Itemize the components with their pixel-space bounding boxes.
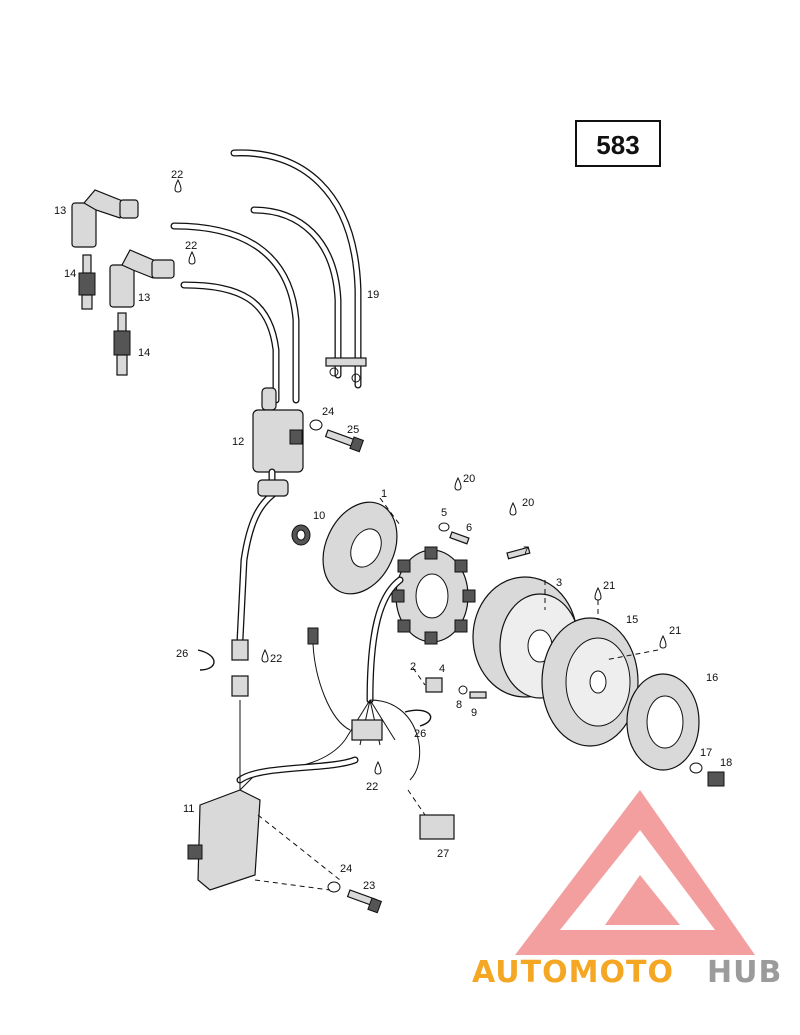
cdi-module: [187, 789, 341, 891]
drop-icon: [261, 648, 269, 663]
callout-22-cap-upper: 22: [171, 169, 183, 181]
callout-15: 15: [626, 614, 638, 626]
cdi-washer: [327, 881, 341, 893]
callout-20-upper: 20: [463, 473, 475, 485]
starter-cup-washer: [689, 762, 703, 774]
high-tension-wires: [170, 149, 367, 404]
callout-3: 3: [556, 577, 562, 589]
cdi-bolt: [346, 889, 383, 914]
small-washer: [458, 685, 468, 695]
callout-8: 8: [456, 699, 462, 711]
stator-screw: [438, 522, 470, 545]
stator: [391, 546, 476, 645]
callout-19: 19: [367, 289, 379, 301]
plate-screw: [506, 546, 531, 560]
brand-text-secondary: HUB: [707, 955, 782, 990]
drop-icon: [188, 250, 196, 265]
callout-21-upper: 21: [603, 580, 615, 592]
starter-cup: [626, 673, 700, 771]
tie-wrap-left: [197, 649, 215, 671]
drop-icon: [454, 476, 462, 491]
page-number-box: 583: [575, 120, 661, 167]
spark-plug-cap-lower: [109, 249, 175, 308]
ignition-coil: [236, 387, 304, 644]
starter-pulley: [541, 617, 639, 747]
callout-23: 23: [363, 880, 375, 892]
callout-18: 18: [720, 757, 732, 769]
callout-22-cap-lower: 22: [185, 240, 197, 252]
callout-26-left: 26: [176, 648, 188, 660]
wire-connector: [425, 677, 443, 693]
callout-13-upper: 13: [54, 205, 66, 217]
callout-4: 4: [439, 663, 445, 675]
callout-24-coil: 24: [322, 406, 334, 418]
callout-21-lower: 21: [669, 625, 681, 637]
spark-plug-cap-upper: [71, 189, 139, 248]
stator-harness: [236, 576, 421, 791]
callout-14-upper: 14: [64, 268, 76, 280]
callout-20-lower: 20: [522, 497, 534, 509]
callout-12: 12: [232, 436, 244, 448]
callout-22-harness: 22: [270, 653, 282, 665]
brand-wordmark: AUTOMOTO HUB: [472, 955, 782, 990]
callout-17: 17: [700, 747, 712, 759]
small-screw: [469, 691, 487, 699]
callout-5: 5: [441, 507, 447, 519]
callout-14-lower: 14: [138, 347, 150, 359]
callout-24-cdi: 24: [340, 863, 352, 875]
stator-plate: [322, 501, 398, 595]
callout-9: 9: [471, 707, 477, 719]
callout-27: 27: [437, 848, 449, 860]
callout-25: 25: [347, 424, 359, 436]
leader-lines: [379, 497, 659, 686]
spark-plug-lower: [113, 312, 131, 376]
callout-11: 11: [183, 803, 194, 815]
callout-2: 2: [410, 661, 416, 673]
starter-cup-bolt: [707, 771, 725, 787]
drop-icon: [594, 586, 602, 601]
callout-13-lower: 13: [138, 292, 150, 304]
callout-26-right: 26: [414, 728, 426, 740]
callout-7: 7: [523, 545, 529, 557]
spark-plug-upper: [78, 254, 96, 310]
tie-wrap-right: [404, 709, 432, 727]
page-number: 583: [596, 130, 639, 160]
brand-logo: [515, 790, 755, 955]
callout-6: 6: [466, 522, 472, 534]
drop-icon: [174, 178, 182, 193]
brand-text-primary: AUTOMOTO: [472, 955, 674, 990]
callout-1: 1: [381, 488, 387, 500]
connector-housing: [407, 789, 455, 840]
callout-10: 10: [313, 510, 325, 522]
coil-washer: [309, 419, 323, 431]
callout-16: 16: [706, 672, 718, 684]
callout-labels: 1 2 3 4 5 6 7 8 9 10 11 12 13 13 14 14 1…: [54, 169, 732, 892]
grommet: [291, 524, 311, 546]
coil-bolt: [324, 429, 365, 453]
drop-icon: [659, 634, 667, 649]
drop-icon: [374, 760, 382, 775]
lubricant-drops: [174, 178, 667, 775]
callout-22-stator: 22: [366, 781, 378, 793]
coil-harness: [231, 639, 249, 790]
drop-icon: [509, 501, 517, 516]
